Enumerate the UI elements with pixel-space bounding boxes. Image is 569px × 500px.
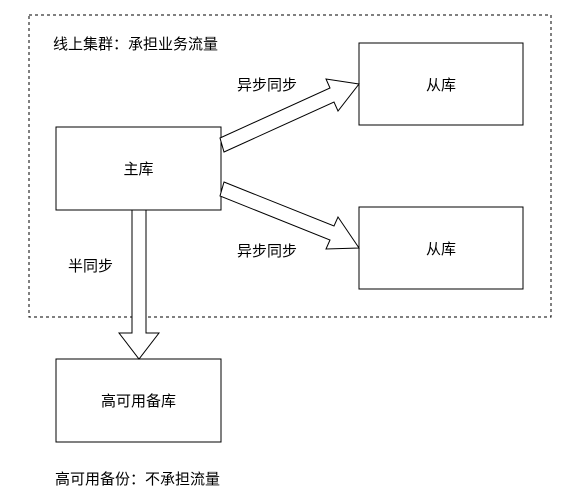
async-arrow-bottom xyxy=(219,181,360,250)
replica-bottom-node-label: 从库 xyxy=(425,239,456,258)
async-bottom-edge-label: 异步同步 xyxy=(237,242,298,260)
async-top-edge-label: 异步同步 xyxy=(237,76,298,94)
replica-top-node-box xyxy=(358,42,524,126)
replica-top-node-label: 从库 xyxy=(425,75,456,94)
replica-bottom-node-box xyxy=(358,206,524,290)
async-arrow-top xyxy=(219,78,360,153)
standby-node-box xyxy=(55,358,222,443)
footer-label: 高可用备份：不承担流量 xyxy=(55,470,221,488)
cluster-label: 线上集群：承担业务流量 xyxy=(53,35,219,53)
semi-sync-edge-label: 半同步 xyxy=(68,257,114,275)
primary-node-label: 主库 xyxy=(123,160,154,178)
semi-sync-arrow xyxy=(117,209,161,360)
standby-node-label: 高可用备库 xyxy=(100,392,176,410)
online-cluster-boundary xyxy=(28,14,552,318)
